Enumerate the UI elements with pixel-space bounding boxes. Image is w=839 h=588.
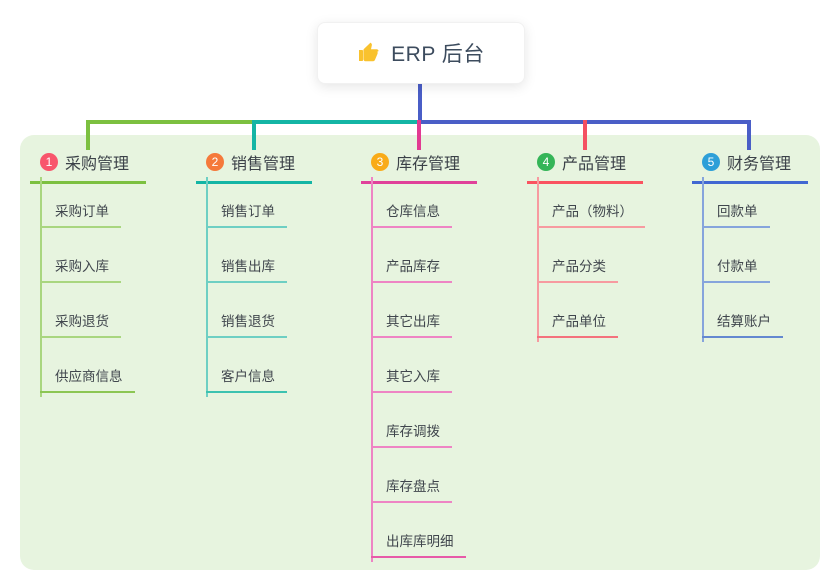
branch-header-finance[interactable]: 5 财务管理 xyxy=(692,148,808,184)
branch-header-product[interactable]: 4 产品管理 xyxy=(527,148,643,184)
thumbs-up-icon xyxy=(357,41,381,65)
branch-finance: 5 财务管理 回款单 付款单 结算账户 xyxy=(692,148,808,342)
branch-drop-line-1 xyxy=(86,120,90,150)
child-node[interactable]: 客户信息 xyxy=(206,338,287,393)
child-node[interactable]: 销售退货 xyxy=(206,283,287,338)
child-node[interactable]: 库存调拨 xyxy=(371,393,466,448)
root-title: ERP 后台 xyxy=(391,43,485,66)
child-node[interactable]: 产品单位 xyxy=(537,283,645,338)
child-node[interactable]: 销售出库 xyxy=(206,228,287,283)
branch-label: 销售管理 xyxy=(231,156,296,173)
branch-child-connector xyxy=(40,177,42,397)
branch-label: 库存管理 xyxy=(396,156,461,173)
child-node[interactable]: 产品库存 xyxy=(371,228,466,283)
root-connector-line xyxy=(418,82,422,122)
bus-segment-teal xyxy=(254,120,420,124)
branch-number-badge: 5 xyxy=(702,153,720,171)
branch-number-badge: 3 xyxy=(371,153,389,171)
root-node[interactable]: ERP 后台 xyxy=(317,22,525,84)
child-node[interactable]: 产品分类 xyxy=(537,228,645,283)
branch-header-sales[interactable]: 2 销售管理 xyxy=(196,148,312,184)
branch-header-purchase[interactable]: 1 采购管理 xyxy=(30,148,146,184)
branch-label: 财务管理 xyxy=(727,156,792,173)
branch-number-badge: 4 xyxy=(537,153,555,171)
branch-child-connector xyxy=(537,177,539,342)
branch-inventory: 3 库存管理 仓库信息 产品库存 其它出库 其它入库 库存调拨 库存盘点 出库库… xyxy=(361,148,477,562)
branch-header-inventory[interactable]: 3 库存管理 xyxy=(361,148,477,184)
branch-drop-line-5 xyxy=(747,120,751,150)
branch-label: 采购管理 xyxy=(65,156,130,173)
child-node[interactable]: 库存盘点 xyxy=(371,448,466,503)
branch-drop-line-2 xyxy=(252,120,256,150)
child-node[interactable]: 供应商信息 xyxy=(40,338,135,393)
child-node[interactable]: 其它入库 xyxy=(371,338,466,393)
child-node[interactable]: 销售订单 xyxy=(206,173,287,228)
child-node[interactable]: 产品（物料） xyxy=(537,173,645,228)
child-node[interactable]: 采购订单 xyxy=(40,173,135,228)
child-node[interactable]: 采购入库 xyxy=(40,228,135,283)
child-node[interactable]: 其它出库 xyxy=(371,283,466,338)
child-node[interactable]: 回款单 xyxy=(702,173,783,228)
branch-label: 产品管理 xyxy=(562,156,627,173)
branches-background-panel xyxy=(20,135,820,570)
branch-number-badge: 2 xyxy=(206,153,224,171)
child-node[interactable]: 仓库信息 xyxy=(371,173,466,228)
branch-product: 4 产品管理 产品（物料） 产品分类 产品单位 xyxy=(527,148,645,342)
child-node[interactable]: 采购退货 xyxy=(40,283,135,338)
branch-purchase: 1 采购管理 采购订单 采购入库 采购退货 供应商信息 xyxy=(30,148,146,397)
branch-child-connector xyxy=(702,177,704,342)
child-node[interactable]: 出库库明细 xyxy=(371,503,466,558)
child-node[interactable]: 结算账户 xyxy=(702,283,783,338)
branch-child-connector xyxy=(371,177,373,562)
branch-drop-line-3 xyxy=(417,120,421,150)
branch-child-connector xyxy=(206,177,208,397)
bus-segment-green xyxy=(86,120,254,124)
child-node[interactable]: 付款单 xyxy=(702,228,783,283)
branch-number-badge: 1 xyxy=(40,153,58,171)
branch-sales: 2 销售管理 销售订单 销售出库 销售退货 客户信息 xyxy=(196,148,312,397)
branch-drop-line-4 xyxy=(583,120,587,150)
